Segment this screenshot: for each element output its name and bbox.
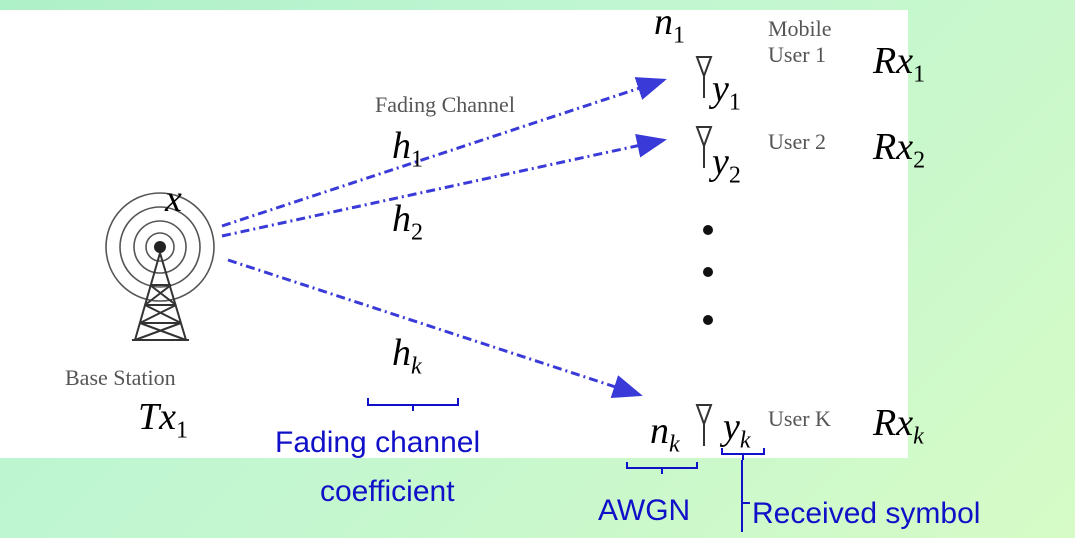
diagram-panel xyxy=(0,10,908,458)
antenna-icon xyxy=(695,126,713,168)
y1-label: y1 xyxy=(712,68,741,116)
bracket-received-symbol xyxy=(721,448,765,460)
fading-channel-label: Fading Channel xyxy=(375,92,515,117)
h1-label: h1 xyxy=(392,125,423,173)
y2-label: y2 xyxy=(712,141,741,189)
tx1-label: Tx1 xyxy=(138,396,188,444)
antenna-icon xyxy=(695,404,713,446)
rx2-label: Rx2 xyxy=(873,126,926,174)
yk-label: yk xyxy=(723,406,751,454)
signal-x-label: x xyxy=(165,178,182,220)
user2-label: User 2 xyxy=(768,129,827,154)
hk-label: hk xyxy=(392,332,422,380)
base-station-label: Base Station xyxy=(65,365,176,390)
annotation-brackets xyxy=(367,398,765,532)
bracket-fading-coefficient xyxy=(367,398,459,411)
mobile-label: Mobile xyxy=(768,16,832,41)
antenna-dot xyxy=(154,241,166,253)
antenna-icon xyxy=(695,56,713,98)
fading-channel-arrows xyxy=(221,77,667,398)
awgn-annotation: AWGN xyxy=(598,494,691,527)
nk-label: nk xyxy=(650,410,680,458)
fading-coefficient-annotation-line2: coefficient xyxy=(320,475,455,508)
channel-arrow-userk xyxy=(227,258,643,398)
received-symbol-annotation: Received symbol xyxy=(752,497,981,530)
channel-arrow-user1 xyxy=(221,77,667,228)
rxk-label: Rxk xyxy=(873,402,924,450)
h2-label: h2 xyxy=(392,198,423,246)
n1-label: n1 xyxy=(654,1,685,49)
base-station-tower-icon xyxy=(132,252,189,341)
userk-label: User K xyxy=(768,406,831,431)
radio-waves-icon xyxy=(105,192,215,302)
rx1-label: Rx1 xyxy=(873,40,926,88)
bracket-awgn xyxy=(626,462,698,474)
user1-label: User 1 xyxy=(768,42,827,67)
ellipsis-dots xyxy=(703,225,713,325)
fading-coefficient-annotation-line1: Fading channel xyxy=(275,426,481,459)
